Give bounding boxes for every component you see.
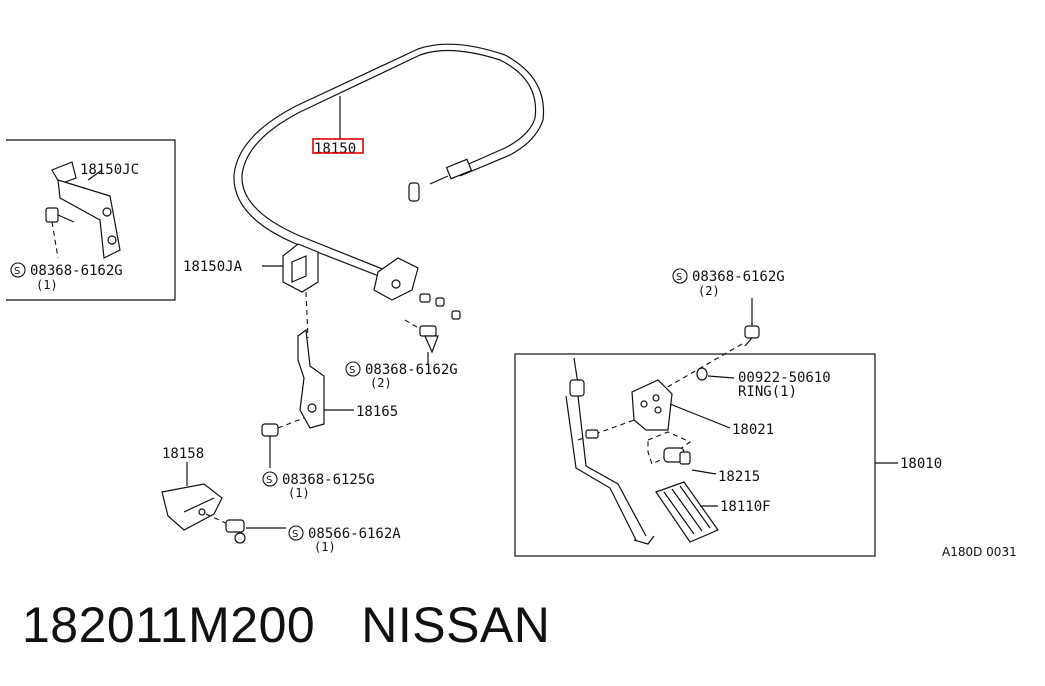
label-bolt-inset-qty: (1) bbox=[36, 278, 58, 292]
label-bolt-inset: 08368-6162G bbox=[30, 263, 123, 279]
svg-text:S: S bbox=[14, 266, 20, 277]
label-bolt-18165-qty: (1) bbox=[288, 486, 310, 500]
label-bolt-right: 08368-6162G bbox=[692, 269, 785, 285]
label-18021: 18021 bbox=[732, 422, 774, 438]
label-18150: 18150 bbox=[314, 141, 356, 157]
label-bolt-18158: 08566-6162A bbox=[308, 526, 401, 542]
label-bolt-mid: 08368-6162G bbox=[365, 362, 458, 378]
svg-text:S: S bbox=[266, 475, 272, 486]
label-bolt-mid-qty: (2) bbox=[370, 376, 392, 390]
label-18158: 18158 bbox=[162, 446, 204, 462]
highlight-18150 bbox=[312, 138, 364, 154]
cable-bracket bbox=[373, 257, 461, 360]
part-18165: 18165 S 08368-6125G (1) bbox=[261, 328, 398, 500]
s-symbol-icon: S bbox=[10, 262, 26, 278]
s-symbol-icon: S bbox=[288, 525, 304, 541]
label-18110f: 18110F bbox=[720, 499, 771, 515]
label-bolt-right-qty: (2) bbox=[698, 284, 720, 298]
label-ring-text: RING(1) bbox=[738, 384, 797, 400]
s-symbol-icon: S bbox=[345, 361, 361, 377]
footer-caption: 182011M200 NISSAN bbox=[22, 596, 550, 654]
label-18150jc: 18150JC bbox=[80, 162, 139, 178]
label-bolt-18165: 08368-6125G bbox=[282, 472, 375, 488]
brand-name: NISSAN bbox=[361, 597, 551, 653]
label-bolt-18158-qty: (1) bbox=[314, 540, 336, 554]
svg-text:S: S bbox=[349, 365, 355, 376]
accelerator-cable: 18150 bbox=[233, 43, 545, 279]
label-18165: 18165 bbox=[356, 404, 398, 420]
inset-18150jc: 18150JC S 08368-6162G (1) bbox=[6, 139, 176, 301]
label-18150ja: 18150JA bbox=[183, 259, 243, 275]
svg-text:S: S bbox=[676, 272, 682, 283]
diagram-ref-code: A180D 0031 bbox=[942, 545, 1017, 559]
label-18010: 18010 bbox=[900, 456, 942, 472]
pedal-assembly: 18010 S 08368-6162G (2) 00922-50610 RING… bbox=[514, 268, 942, 557]
s-symbol-icon: S bbox=[672, 268, 688, 284]
part-number: 182011M200 bbox=[22, 597, 316, 653]
s-symbol-icon: S bbox=[262, 471, 278, 487]
bolt-mid: S 08368-6162G (2) bbox=[345, 360, 458, 390]
label-18215: 18215 bbox=[718, 469, 760, 485]
label-ring-part: 00922-50610 bbox=[738, 370, 831, 386]
part-18158: 18158 S 08566-6162A (1) bbox=[161, 446, 401, 554]
part-18150ja: 18150JA bbox=[183, 243, 319, 339]
svg-text:S: S bbox=[292, 529, 298, 540]
